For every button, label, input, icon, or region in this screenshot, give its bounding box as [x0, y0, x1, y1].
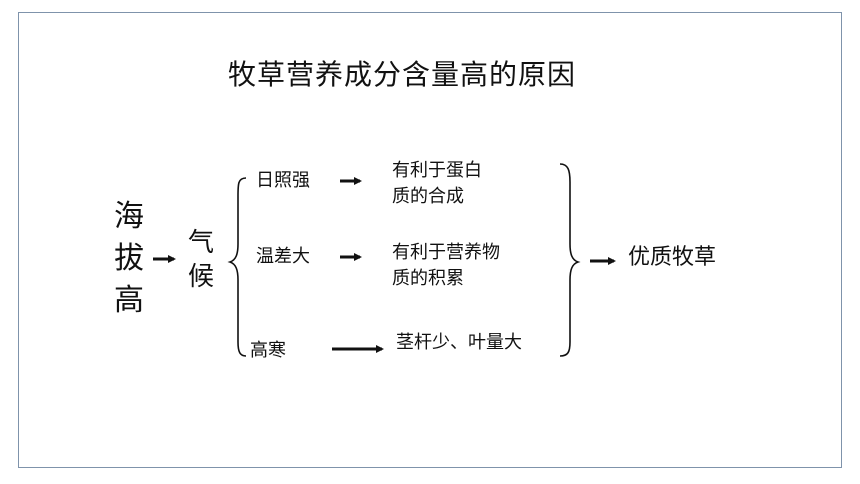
result-line: 质的合成	[392, 186, 464, 207]
factor-sunlight: 日照强	[256, 170, 310, 191]
result-protein-synthesis: 有利于蛋白 质的合成	[392, 158, 482, 210]
result-nutrient-accumulation: 有利于营养物 质的积累	[392, 240, 500, 292]
factor-alpine-cold: 高寒	[250, 340, 286, 361]
factor-temperature-range: 温差大	[256, 246, 310, 267]
left-brace	[227, 177, 247, 357]
climate-char: 气	[187, 228, 214, 258]
result-line: 有利于营养物	[392, 242, 500, 263]
altitude-char: 海	[114, 199, 144, 234]
result-line: 茎杆少、叶量大	[396, 332, 522, 353]
result-line: 质的积累	[392, 268, 464, 289]
result-stem-leaf: 茎杆少、叶量大	[396, 330, 522, 356]
slide-frame	[18, 12, 842, 468]
altitude-char: 高	[114, 283, 144, 318]
final-outcome: 优质牧草	[628, 245, 717, 270]
result-line: 有利于蛋白	[392, 160, 482, 181]
climate-char: 候	[187, 262, 214, 292]
altitude-char: 拔	[114, 241, 144, 276]
diagram-title: 牧草营养成分含量高的原因	[228, 58, 577, 91]
right-brace	[559, 163, 581, 357]
climate-node: 气 候	[184, 226, 218, 294]
altitude-node: 海 拔 高	[112, 196, 146, 322]
